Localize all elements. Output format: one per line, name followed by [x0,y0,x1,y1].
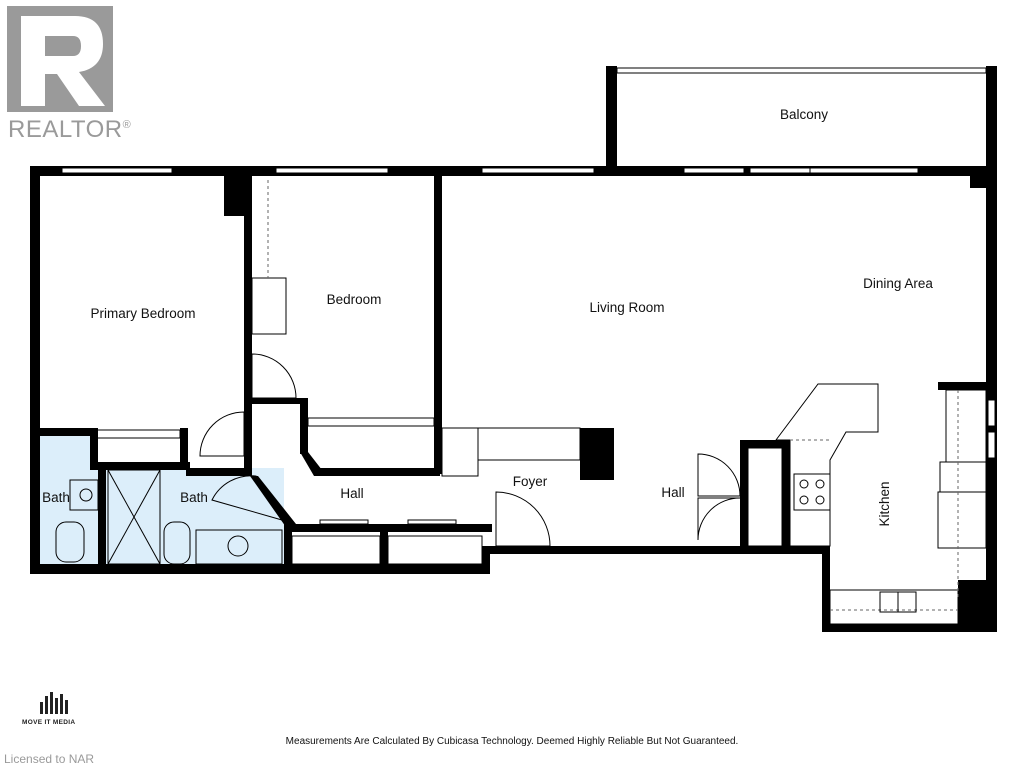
realtor-r-mark [7,6,113,112]
license-text: Licensed to NAR [4,752,95,766]
kitchen-fixtures [775,383,987,625]
realtor-r-icon [21,16,105,106]
measurement-disclaimer: Measurements Are Calculated By Cubicasa … [285,736,739,747]
toilet-icon-2 [163,521,191,565]
room-label-living-room: Living Room [589,300,664,315]
realtor-logo: REALTOR® [4,6,131,143]
cooktop-icon [793,473,831,511]
bars-icon [40,692,68,714]
sink-icon-2 [195,529,283,565]
room-label-bedroom: Bedroom [327,292,382,307]
move-it-media-logo: MOVE IT MEDIA [22,692,86,730]
room-label-hall-1: Hall [340,486,363,501]
room-label-balcony: Balcony [780,107,828,122]
room-label-hall-2: Hall [661,485,684,500]
windows [61,167,996,459]
shower-icon [107,469,161,565]
move-it-media-text: MOVE IT MEDIA [22,719,76,726]
room-label-foyer: Foyer [513,474,548,489]
sink-icon [69,479,99,511]
doors [95,180,783,565]
balcony [606,66,997,186]
room-label-bath-2: Bath [180,490,208,505]
toilet-icon [55,521,85,563]
room-label-kitchen: Kitchen [877,481,892,526]
realtor-wordmark: REALTOR® [8,116,132,143]
bath-fixtures [55,469,283,565]
room-label-dining-area: Dining Area [863,276,933,291]
interior-walls [40,176,790,568]
room-label-primary-bedroom: Primary Bedroom [90,306,195,321]
room-label-bath-1: Bath [42,490,70,505]
